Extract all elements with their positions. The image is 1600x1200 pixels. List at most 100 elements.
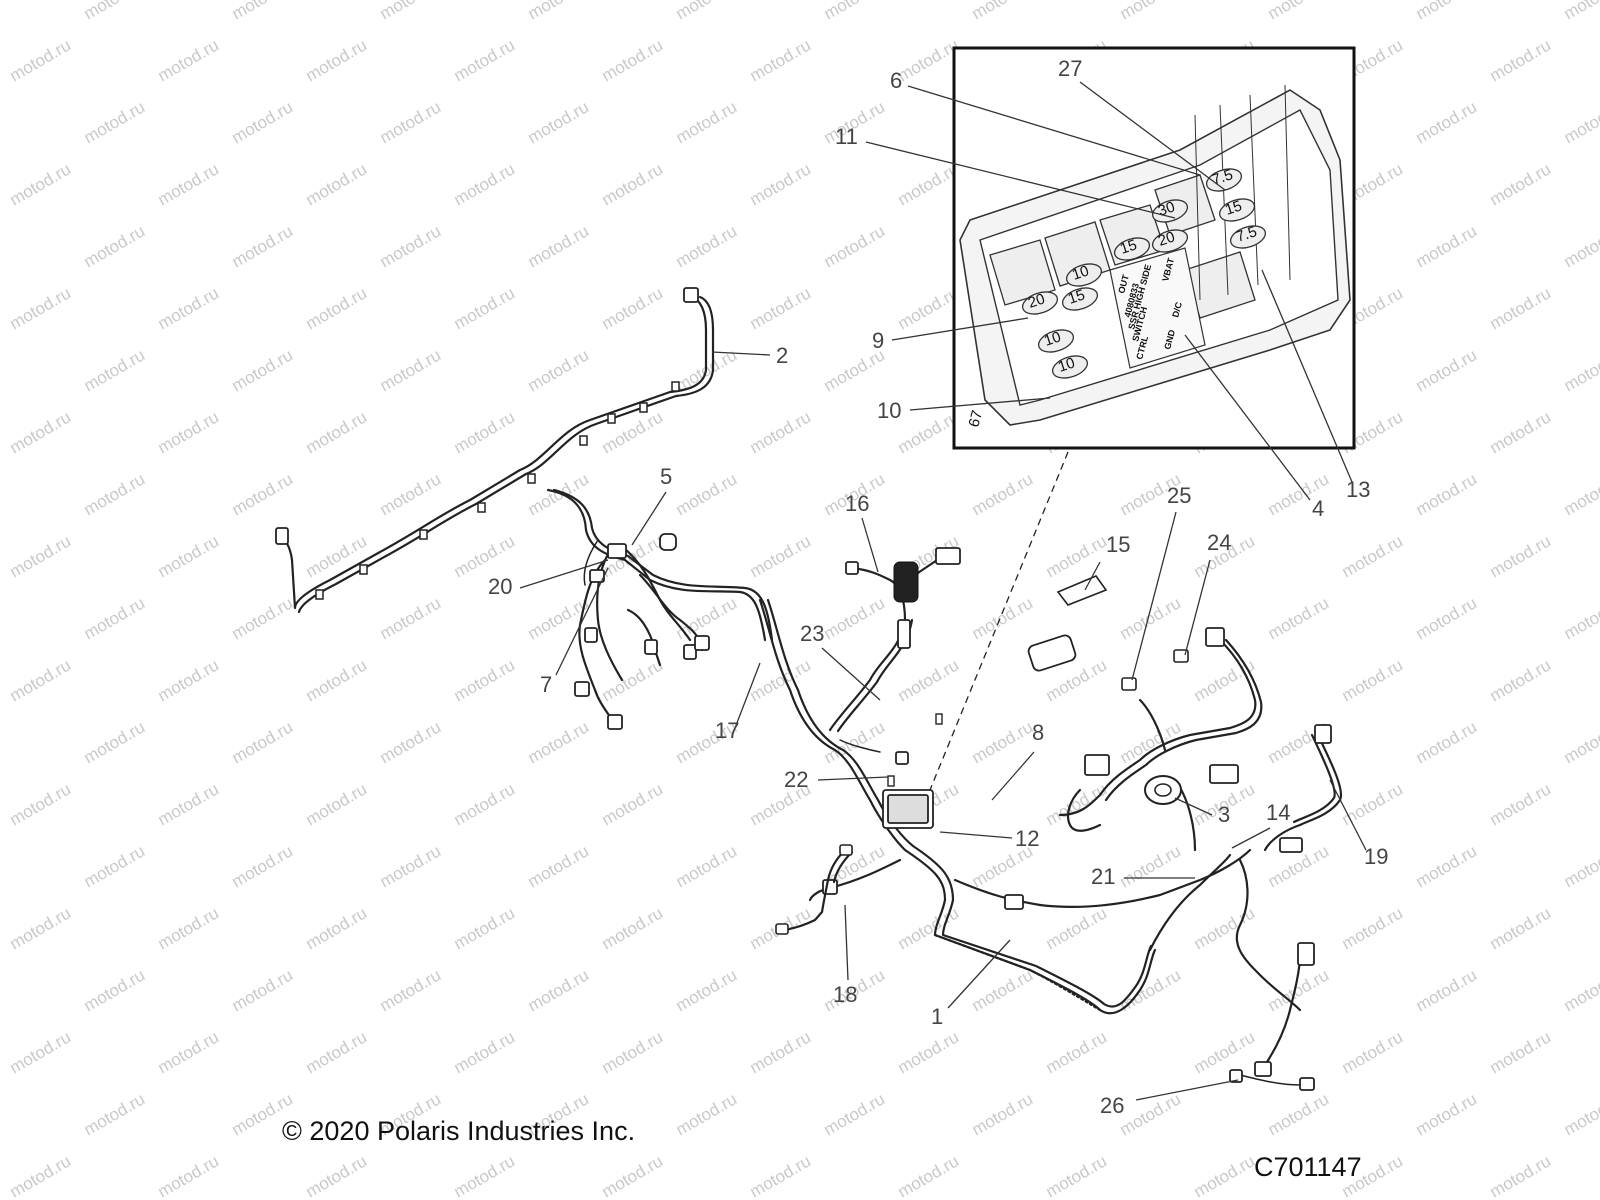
watermark-text: motod.ru (599, 1151, 667, 1200)
callout-21: 21 (1091, 864, 1115, 889)
watermark-text: motod.ru (451, 1151, 519, 1200)
fuse-body (1205, 168, 1243, 192)
watermark-text: motod.ru (747, 35, 815, 85)
watermark-text: motod.ru (7, 159, 75, 209)
watermark-text: motod.ru (673, 0, 741, 23)
watermark-text: motod.ru (1339, 531, 1407, 581)
callout-leader-27 (1079, 81, 1226, 191)
watermark-text: motod.ru (303, 779, 371, 829)
callout-24: 24 (1207, 530, 1231, 555)
watermark-text: motod.ru (303, 1027, 371, 1077)
watermark-text: motod.ru (229, 0, 297, 23)
callout-leader-9 (891, 317, 1029, 341)
callout-5: 5 (660, 464, 672, 489)
watermark-text: motod.ru (7, 655, 75, 705)
watermark-text: motod.ru (1191, 903, 1259, 953)
fuse-body (1061, 287, 1099, 311)
watermark-text: motod.ru (1191, 1027, 1259, 1077)
watermark-text: motod.ru (81, 593, 149, 643)
watermark-text: motod.ru (599, 655, 667, 705)
watermark-text: motod.ru (377, 965, 445, 1015)
callout-26: 26 (1100, 1093, 1124, 1118)
fuse-body (1151, 229, 1189, 253)
small-components (887, 575, 1189, 787)
watermark-text: motod.ru (1339, 655, 1407, 705)
callout-leader-1 (947, 939, 1011, 1009)
watermark-text: motod.ru (451, 283, 519, 333)
watermark-text: motod.ru (377, 841, 445, 891)
watermark-text: motod.ru (673, 221, 741, 271)
watermark-text: motod.ru (155, 779, 223, 829)
watermark-text: motod.ru (377, 717, 445, 767)
watermark-text: motod.ru (377, 469, 445, 519)
fuse-rating: 20 (1026, 290, 1047, 311)
watermark-text: motod.ru (1043, 531, 1111, 581)
watermark-text: motod.ru (303, 655, 371, 705)
watermark-text: motod.ru (895, 1027, 963, 1077)
watermark-text: motod.ru (821, 1089, 889, 1139)
watermark-text: motod.ru (1117, 0, 1185, 23)
callout-leader-17 (734, 662, 761, 729)
watermark-text: motod.ru (1561, 221, 1600, 271)
watermark-text: motod.ru (525, 965, 593, 1015)
watermark-text: motod.ru (155, 283, 223, 333)
fuse-rating: 10 (1070, 262, 1091, 283)
callout-leader-13 (1261, 269, 1353, 483)
watermark-text: motod.ru (155, 655, 223, 705)
watermark-text: motod.ru (377, 0, 445, 23)
watermark-text: motod.ru (229, 97, 297, 147)
watermark-text: motod.ru (1487, 655, 1555, 705)
watermark-text: motod.ru (81, 0, 149, 23)
watermark-text: motod.ru (969, 717, 1037, 767)
callout-15: 15 (1106, 532, 1130, 557)
callout-12: 12 (1015, 826, 1039, 851)
callout-leader-12 (939, 831, 1013, 839)
fuse-rating: 15 (1223, 197, 1244, 218)
watermark-text: motod.ru (599, 903, 667, 953)
watermark-text: motod.ru (1561, 841, 1600, 891)
watermark-text: motod.ru (673, 97, 741, 147)
watermark-text: motod.ru (747, 1151, 815, 1200)
inset-dashed-leader (929, 451, 1069, 791)
watermark-text: motod.ru (525, 97, 593, 147)
part-2-rear-harness (275, 287, 715, 614)
watermark-text: motod.ru (525, 717, 593, 767)
watermark-text: motod.ru (229, 593, 297, 643)
watermark-text: motod.ru (1413, 221, 1481, 271)
watermark-text: motod.ru (525, 841, 593, 891)
watermark-text: motod.ru (229, 965, 297, 1015)
part-19-right-harness (1058, 627, 1343, 1091)
watermark-text: motod.ru (821, 221, 889, 271)
watermark-text: motod.ru (1043, 779, 1111, 829)
watermark-text: motod.ru (969, 593, 1037, 643)
watermark-text: motod.ru (229, 221, 297, 271)
watermark-text: motod.ru (7, 903, 75, 953)
watermark-text: motod.ru (81, 717, 149, 767)
callout-18: 18 (833, 982, 857, 1007)
watermark-text: motod.ru (81, 345, 149, 395)
watermark-text: motod.ru (1413, 965, 1481, 1015)
watermark-text: motod.ru (1561, 345, 1600, 395)
watermark-text: motod.ru (1265, 593, 1333, 643)
watermark-text: motod.ru (969, 469, 1037, 519)
fuse-body (1229, 225, 1267, 249)
watermark-text: motod.ru (1413, 1089, 1481, 1139)
watermark-text: motod.ru (451, 35, 519, 85)
watermark-text: motod.ru (7, 1027, 75, 1077)
callout-leader-6 (907, 85, 1201, 176)
ssr-label-line: OUT (1116, 273, 1131, 294)
callout-leader-8 (991, 751, 1035, 801)
watermark-text: motod.ru (895, 283, 963, 333)
watermark-text: motod.ru (229, 717, 297, 767)
harness-drawing (275, 287, 1343, 1091)
watermark-text: motod.ru (451, 1027, 519, 1077)
watermark-text: motod.ru (451, 903, 519, 953)
callout-leader-16 (861, 517, 879, 573)
callout-leader-7 (555, 567, 609, 676)
callout-25: 25 (1167, 483, 1191, 508)
fuse-rating: 15 (1118, 236, 1139, 257)
fuse-body (1021, 291, 1059, 315)
callout-20: 20 (488, 574, 512, 599)
watermark-text: motod.ru (451, 655, 519, 705)
